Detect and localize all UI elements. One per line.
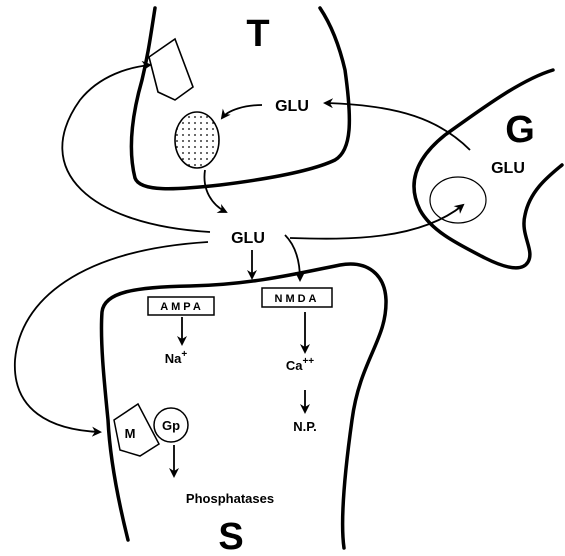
glial-glu-compartment: [430, 177, 486, 223]
glia-label: G: [505, 109, 535, 151]
synaptic-vesicle: [175, 112, 219, 168]
gp-label: Gp: [162, 418, 180, 433]
nmda-label: NMDA: [275, 293, 320, 305]
arrow-cleft-to-glia: [290, 205, 463, 239]
na-label: Na+: [165, 349, 188, 366]
glu-glia-label: GLU: [491, 160, 525, 177]
ampa-receptor: AMPA: [148, 297, 214, 315]
glu-cleft-label: GLU: [231, 230, 265, 247]
metabotropic-receptor: M: [114, 404, 159, 456]
presynaptic-terminal-outline: [131, 8, 349, 189]
m-label: M: [125, 426, 136, 441]
arrow-vesicle-release: [204, 170, 226, 212]
g-protein: Gp: [154, 408, 188, 442]
ampa-label: AMPA: [160, 301, 204, 313]
phosphatases-label: Phosphatases: [186, 491, 274, 506]
glu-terminal-label: GLU: [275, 98, 309, 115]
glial-process-outline: [414, 70, 562, 268]
glutamate-transporter: [149, 39, 193, 100]
arrow-glu-to-vesicle: [222, 105, 262, 118]
nmda-receptor: NMDA: [262, 288, 332, 307]
spine-label: S: [218, 516, 243, 556]
np-label: N.P.: [293, 419, 317, 434]
ca-label: Ca++: [286, 356, 314, 373]
terminal-label: T: [246, 13, 269, 55]
arrow-cleft-to-metabotropic: [15, 242, 208, 432]
